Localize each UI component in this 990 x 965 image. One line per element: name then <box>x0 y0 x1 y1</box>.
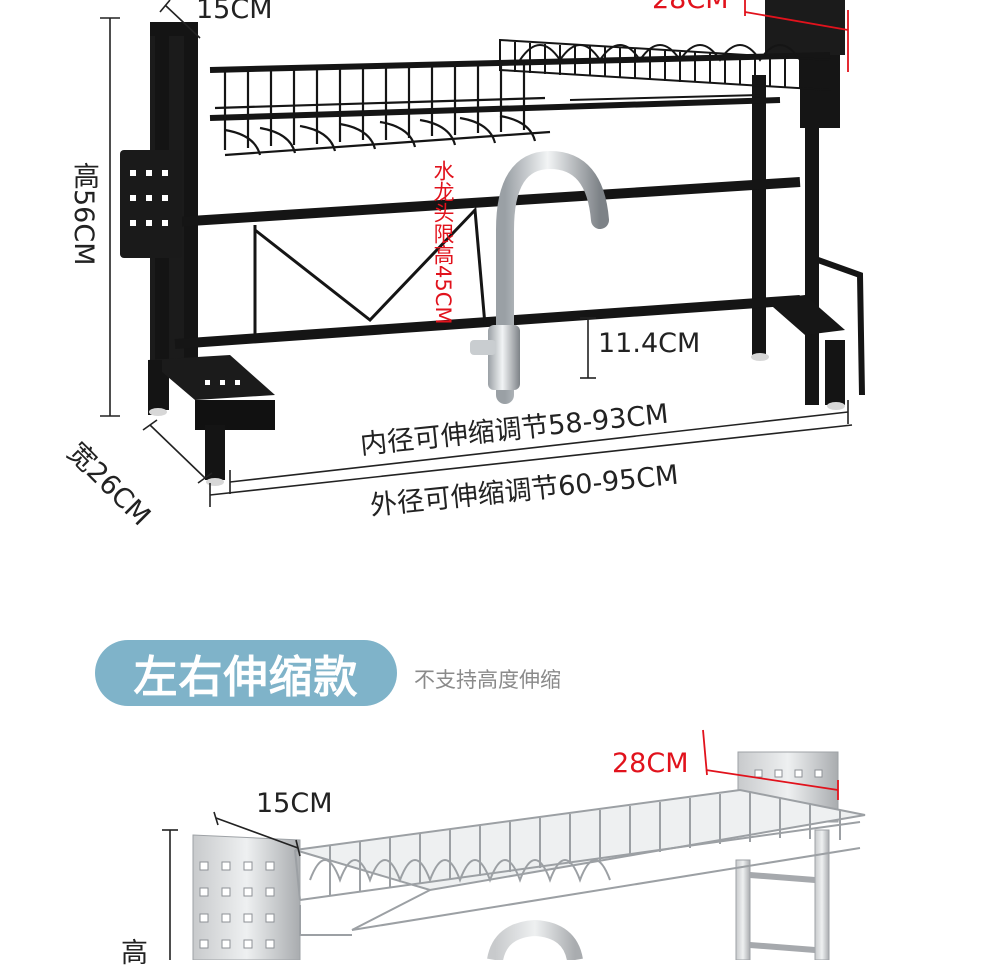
clearance-label: 11.4CM <box>598 328 701 359</box>
height-label: 高56CM <box>68 162 99 266</box>
side-depth-label-top: 28CM <box>652 0 729 15</box>
section-title-pill: 左右伸缩款 <box>95 640 397 706</box>
depth-label-bottom: 15CM <box>256 788 333 819</box>
depth-label-top: 15CM <box>196 0 273 25</box>
faucet-limit-label: 水龙头限高45CM <box>431 160 455 325</box>
side-depth-label-bottom: 28CM <box>612 748 689 779</box>
black-rack-illustration <box>100 0 865 507</box>
section-title-note: 不支持高度伸缩 <box>414 668 561 692</box>
height-label-bottom: 高 <box>116 938 147 965</box>
